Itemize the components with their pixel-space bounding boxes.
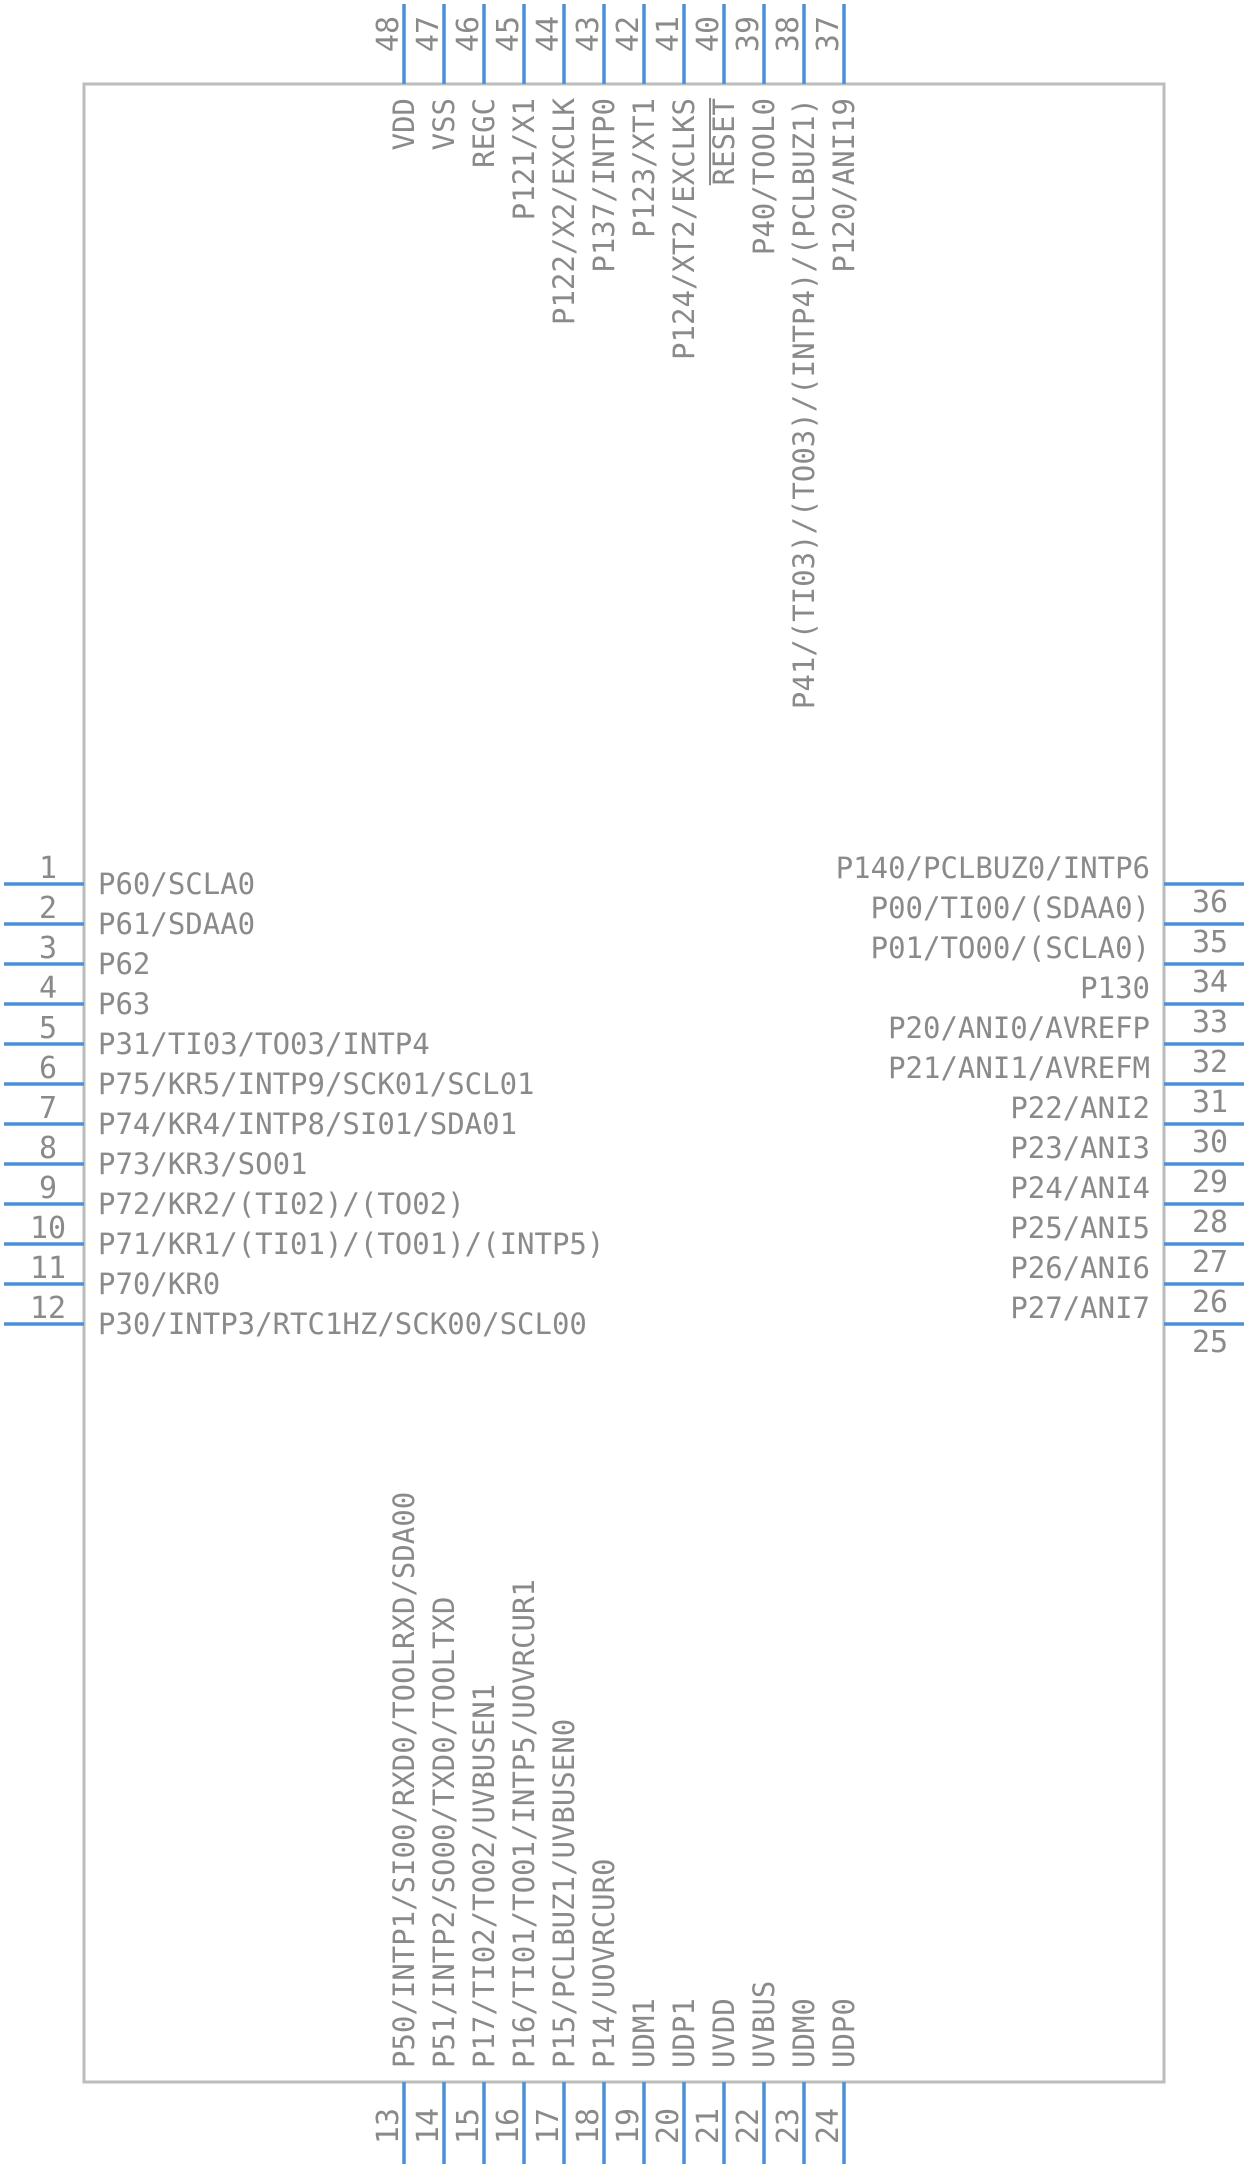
- pin-label-vss: VSS: [427, 98, 461, 150]
- pin-label-vdd: VDD: [387, 98, 421, 150]
- pin-label-p23-ani3: P23/ANI3: [1010, 1131, 1150, 1165]
- pin-label-regc: REGC: [467, 98, 501, 168]
- pin-label-p15-pclbuz1-uvbusen0: P15/PCLBUZ1/UVBUSEN0: [547, 1719, 581, 2068]
- pin-label-p14-uovrcur0: P14/UOVRCUR0: [587, 1858, 621, 2068]
- pin-33-number: 33: [1192, 1005, 1228, 1040]
- pin-label-p120-ani19: P120/ANI19: [827, 98, 861, 273]
- pin-label-p22-ani2: P22/ANI2: [1010, 1091, 1150, 1125]
- pin-label-p40-tool0: P40/TOOL0: [747, 98, 781, 255]
- pin-29-number: 29: [1192, 1165, 1228, 1200]
- pin-34-number: 34: [1192, 965, 1228, 1000]
- pin-label-p27-ani7: P27/ANI7: [1010, 1291, 1150, 1325]
- pin-label-udm0: UDM0: [787, 1998, 821, 2068]
- pin-label-p130: P130: [1080, 971, 1150, 1005]
- pin-label-p16-ti01-to01-intp5-uovrcur1: P16/TI01/TO01/INTP5/UOVRCUR1: [507, 1579, 541, 2068]
- pin-label-p41-ti03-to03-intp4-pclbuz1: P41/(TI03)/(TO03)/(INTP4)/(PCLBUZ1): [787, 98, 821, 709]
- pin-label-p17-ti02-to02-uvbusen1: P17/TI02/TO02/UVBUSEN1: [467, 1684, 501, 2068]
- pin-26-number: 26: [1192, 1285, 1228, 1320]
- pin-22-number: 22: [731, 2108, 766, 2144]
- pin-31-number: 31: [1192, 1085, 1228, 1120]
- pin-label-p63: P63: [98, 987, 150, 1021]
- pin-37-number: 37: [811, 16, 846, 52]
- pin-label-udm1: UDM1: [627, 1998, 661, 2068]
- pin-label-p75-kr5-intp9-sck01-scl01: P75/KR5/INTP9/SCK01/SCL01: [98, 1067, 535, 1101]
- pin-42-number: 42: [611, 16, 646, 52]
- pin-43-number: 43: [571, 16, 606, 52]
- pin-label-p124-xt2-exclks: P124/XT2/EXCLKS: [667, 98, 701, 360]
- pin-9-number: 9: [39, 1171, 57, 1206]
- pin-16-number: 16: [491, 2108, 526, 2144]
- pin-20-number: 20: [651, 2108, 686, 2144]
- pin-39-number: 39: [731, 16, 766, 52]
- pin-label-p140-pclbuz0-intp6: P140/PCLBUZ0/INTP6: [836, 851, 1150, 885]
- pins-layer: 1 P60/SCLA0 2 P61/SDAA0 3 P62 4 P63 5 P31/TI03/TO…: [4, 4, 1244, 2164]
- pin-label-p62: P62: [98, 947, 150, 981]
- pin-14-number: 14: [411, 2108, 446, 2144]
- pin-label-p70-kr0: P70/KR0: [98, 1267, 220, 1301]
- pin-15-number: 15: [451, 2108, 486, 2144]
- pin-label-p21-ani1-avrefm: P21/ANI1/AVREFM: [888, 1051, 1150, 1085]
- pin-label-p26-ani6: P26/ANI6: [1010, 1251, 1150, 1285]
- pin-label-p30-intp3-rtc1hz-sck00-scl00: P30/INTP3/RTC1HZ/SCK00/SCL00: [98, 1307, 587, 1341]
- pin-label-p123-xt1: P123/XT1: [627, 98, 661, 238]
- pin-47-number: 47: [411, 16, 446, 52]
- pin-5-number: 5: [39, 1011, 57, 1046]
- pin-label-p51-intp2-so00-txd0-tooltxd: P51/INTP2/SO00/TXD0/TOOLTXD: [427, 1597, 461, 2068]
- pin-label-p122-x2-exclk: P122/X2/EXCLK: [547, 97, 581, 325]
- pin-12-number: 12: [30, 1291, 66, 1326]
- pin-8-number: 8: [39, 1131, 57, 1166]
- pin-label-reset: RESET: [707, 98, 741, 185]
- pin-label-uvbus: UVBUS: [747, 1981, 781, 2068]
- pin-25-number: 25: [1192, 1325, 1228, 1360]
- pin-1-number: 1: [39, 851, 57, 886]
- pin-label-p00-ti00-sdaa0: P00/TI00/(SDAA0): [871, 891, 1150, 925]
- pin-label-p72-kr2-ti02-to02: P72/KR2/(TI02)/(TO02): [98, 1187, 465, 1221]
- pin-23-number: 23: [771, 2108, 806, 2144]
- pin-7-number: 7: [39, 1091, 57, 1126]
- pin-label-p74-kr4-intp8-si01-sda01: P74/KR4/INTP8/SI01/SDA01: [98, 1107, 517, 1141]
- pin-40-number: 40: [691, 16, 726, 52]
- pin-17-number: 17: [531, 2108, 566, 2144]
- pin-19-number: 19: [611, 2108, 646, 2144]
- pin-label-p50-intp1-si00-rxd0-toolrxd-sda00: P50/INTP1/SI00/RXD0/TOOLRXD/SDA00: [387, 1492, 421, 2068]
- pin-label-p60-scla0: P60/SCLA0: [98, 867, 255, 901]
- pin-label-p121-x1: P121/X1: [507, 98, 541, 220]
- pin-27-number: 27: [1192, 1245, 1228, 1280]
- pin-4-number: 4: [39, 971, 57, 1006]
- pin-44-number: 44: [531, 16, 566, 52]
- pin-label-uvdd: UVDD: [707, 1998, 741, 2068]
- pin-45-number: 45: [491, 16, 526, 52]
- pin-32-number: 32: [1192, 1045, 1228, 1080]
- pin-label-udp0: UDP0: [827, 1998, 861, 2068]
- pin-21-number: 21: [691, 2108, 726, 2144]
- pin-label-p20-ani0-avrefp: P20/ANI0/AVREFP: [888, 1011, 1150, 1045]
- pin-10-number: 10: [30, 1211, 66, 1246]
- pin-label-udp1: UDP1: [667, 1998, 701, 2068]
- pin-36-number: 36: [1192, 885, 1228, 920]
- pin-6-number: 6: [39, 1051, 57, 1086]
- pin-11-number: 11: [30, 1251, 66, 1286]
- pin-label-p01-to00-scla0: P01/TO00/(SCLA0): [871, 931, 1150, 965]
- pin-28-number: 28: [1192, 1205, 1228, 1240]
- pin-label-p25-ani5: P25/ANI5: [1010, 1211, 1150, 1245]
- pin-24-number: 24: [811, 2108, 846, 2144]
- pin-13-number: 13: [371, 2108, 406, 2144]
- pin-label-p73-kr3-so01: P73/KR3/SO01: [98, 1147, 308, 1181]
- pin-label-p24-ani4: P24/ANI4: [1010, 1171, 1150, 1205]
- pin-38-number: 38: [771, 16, 806, 52]
- pin-2-number: 2: [39, 891, 57, 926]
- pin-label-p137-intp0: P137/INTP0: [587, 98, 621, 273]
- pin-41-number: 41: [651, 16, 686, 52]
- pin-18-number: 18: [571, 2108, 606, 2144]
- pin-30-number: 30: [1192, 1125, 1228, 1160]
- pin-label-p71-kr1-ti01-to01-intp5: P71/KR1/(TI01)/(TO01)/(INTP5): [98, 1227, 604, 1261]
- pin-46-number: 46: [451, 16, 486, 52]
- pin-35-number: 35: [1192, 925, 1228, 960]
- pin-label-p31-ti03-to03-intp4: P31/TI03/TO03/INTP4: [98, 1027, 430, 1061]
- pin-48-number: 48: [371, 16, 406, 52]
- pin-3-number: 3: [39, 931, 57, 966]
- pin-label-p61-sdaa0: P61/SDAA0: [98, 907, 255, 941]
